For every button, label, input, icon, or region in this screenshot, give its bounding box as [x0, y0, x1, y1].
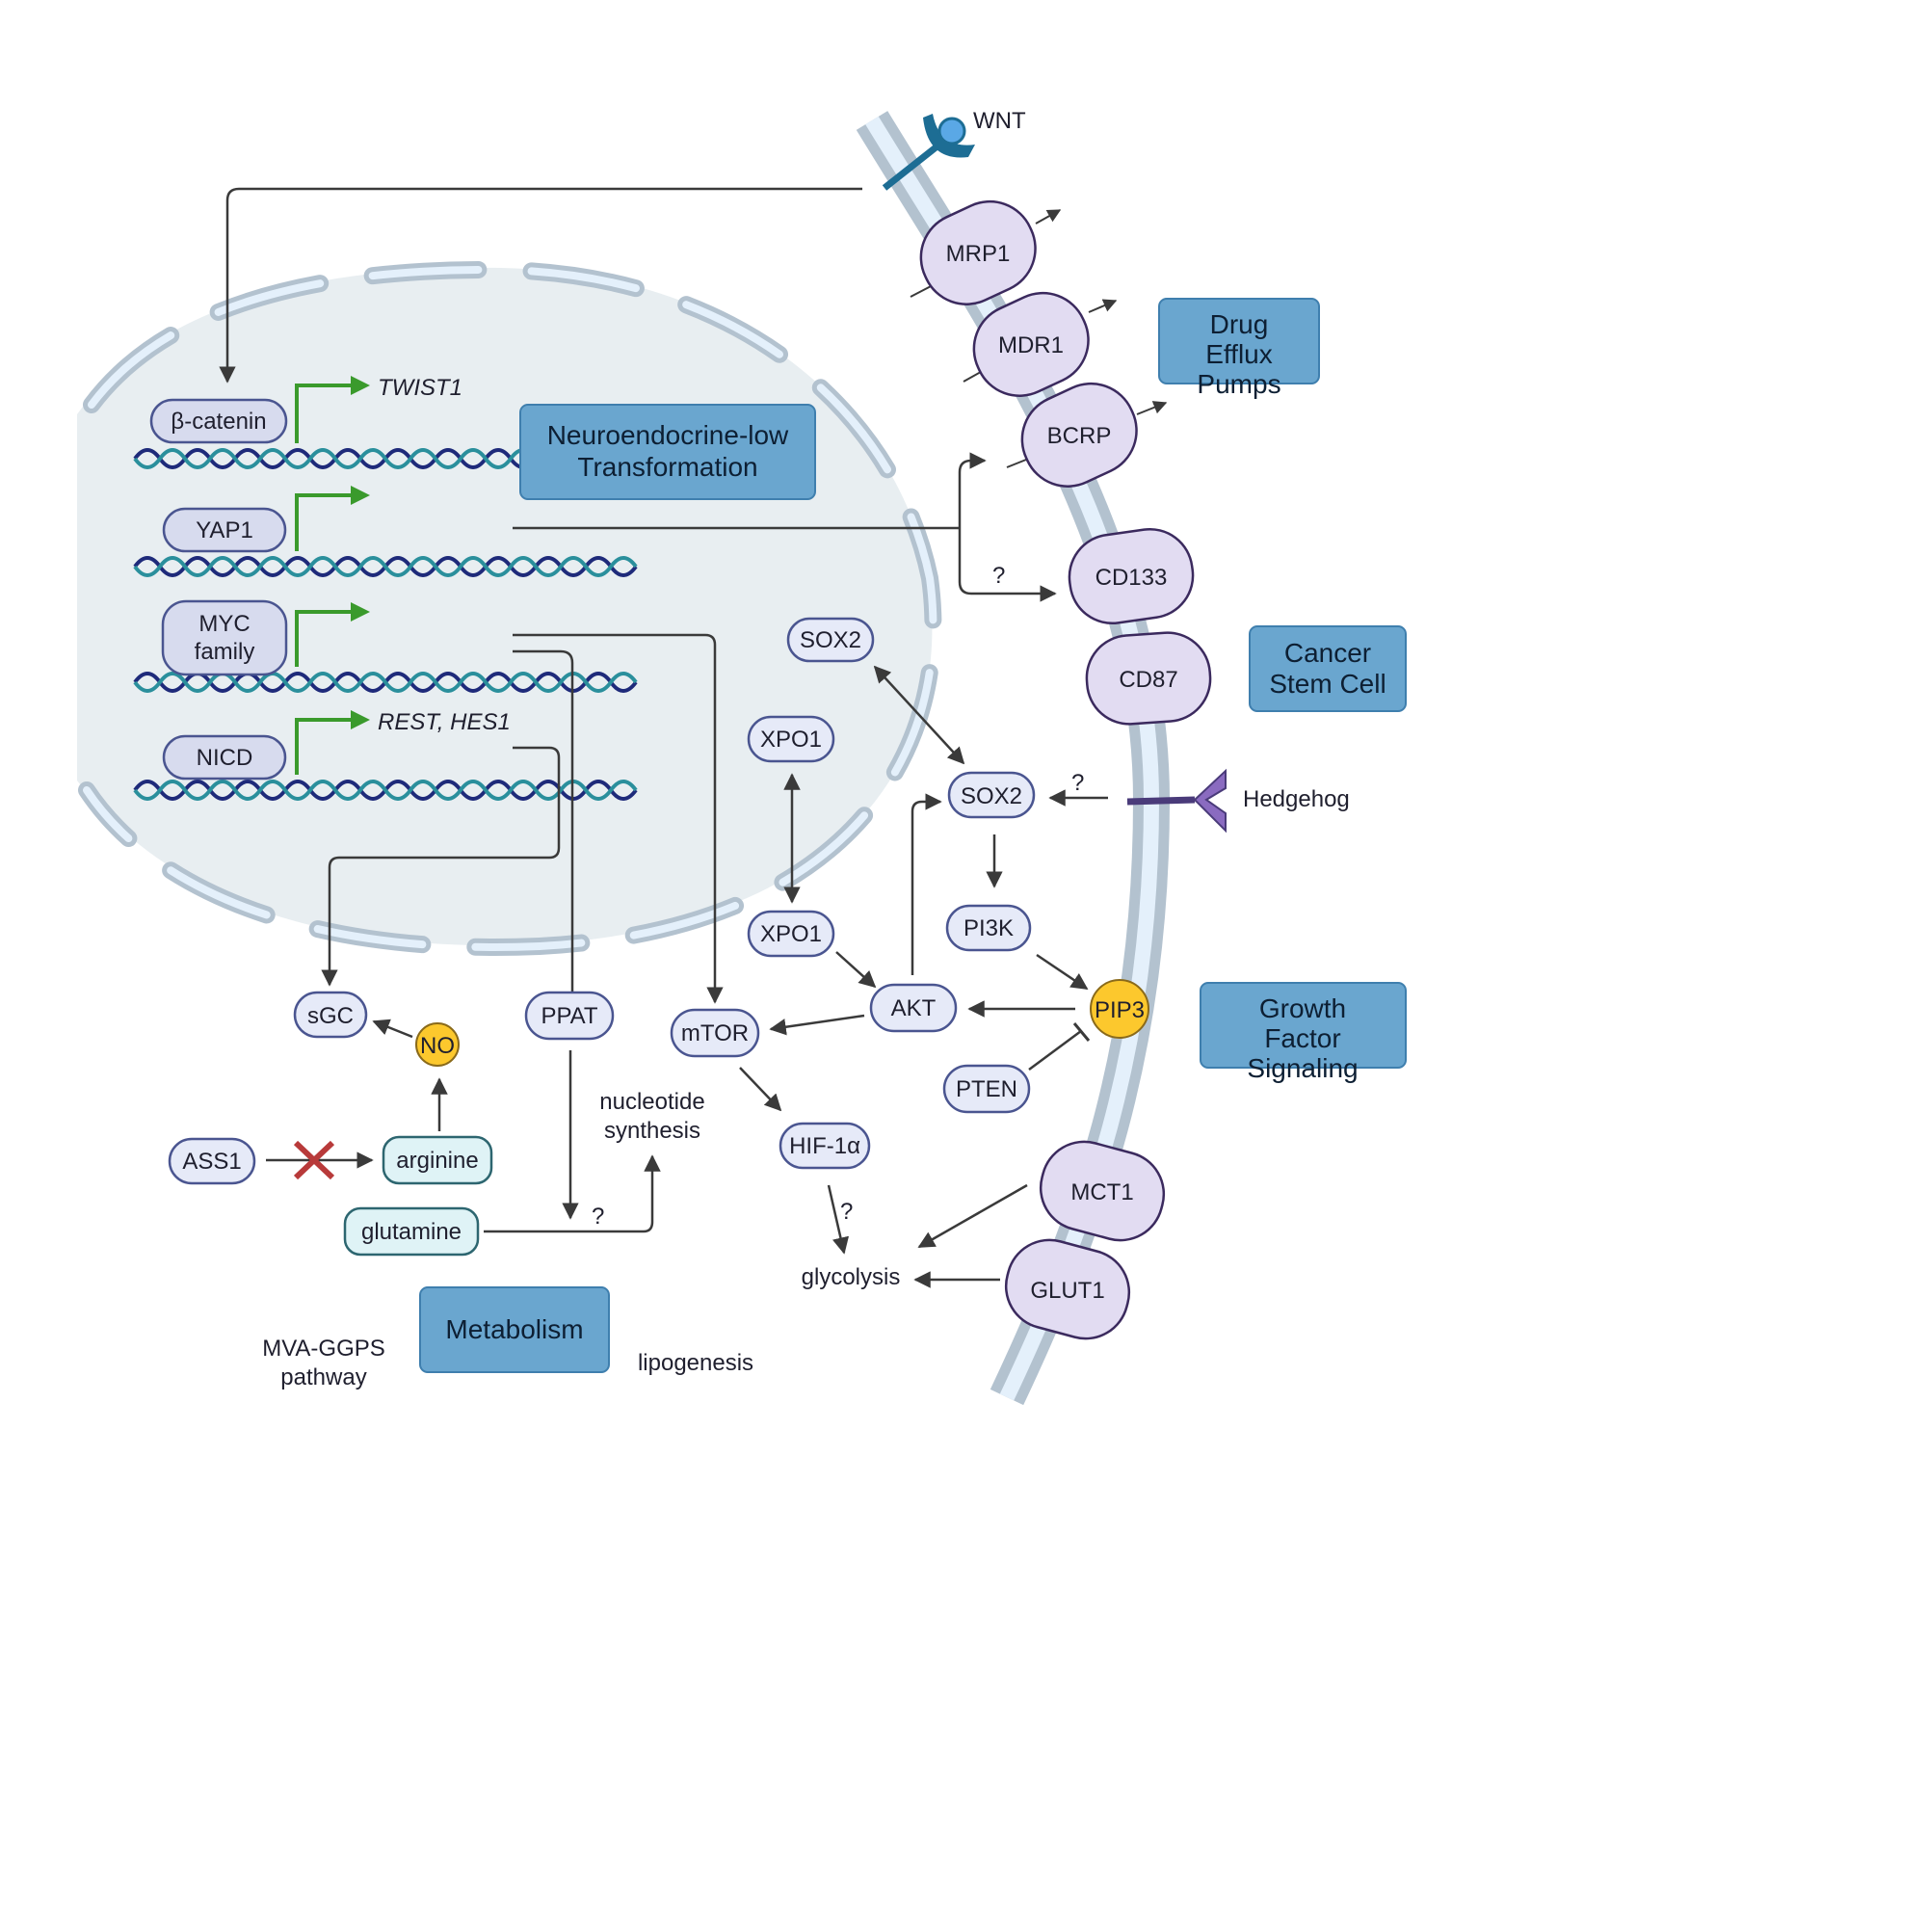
- node-pip3: PIP3: [1090, 979, 1149, 1039]
- drug-line3: Pumps: [1197, 369, 1280, 399]
- transporter-glut1: GLUT1: [1004, 1238, 1131, 1340]
- tf-myc-family: MYC family: [161, 599, 288, 676]
- transporter-mct1: MCT1: [1039, 1140, 1166, 1242]
- sgc-label: sGC: [307, 1003, 354, 1029]
- gfs-line2: Factor: [1264, 1023, 1340, 1053]
- arginine-label: arginine: [396, 1148, 478, 1174]
- tf-nicd: NICD: [162, 734, 287, 781]
- transporter-bcrp: BCRP: [1020, 382, 1138, 488]
- wnt-receptor-icon: [882, 114, 975, 191]
- node-hif1a: HIF-1α: [779, 1122, 871, 1170]
- transporter-mrp1: MRP1: [919, 199, 1037, 305]
- cd133-label: CD133: [1095, 565, 1168, 591]
- transporter-mdr1: MDR1: [972, 291, 1090, 397]
- question-mark-cd133: ?: [992, 563, 1005, 589]
- transporter-cd87: CD87: [1085, 631, 1212, 726]
- node-xpo1-upper: XPO1: [747, 715, 835, 763]
- tf-beta-catenin: β-catenin: [149, 398, 288, 444]
- question-mark-hedgehog: ?: [1071, 770, 1084, 796]
- myc-label-line2: family: [195, 639, 255, 665]
- pip3-label: PIP3: [1095, 997, 1145, 1023]
- node-glutamine: glutamine: [343, 1206, 480, 1257]
- category-drug-efflux: Drug Efflux Pumps: [1158, 298, 1320, 399]
- node-akt: AKT: [869, 983, 958, 1033]
- category-neuroendocrine: Neuroendocrine-low Transformation: [519, 404, 816, 500]
- node-sgc: sGC: [293, 991, 368, 1039]
- xpo1-lower-label: XPO1: [760, 921, 822, 947]
- pten-label: PTEN: [956, 1076, 1017, 1102]
- node-mtor: mTOR: [670, 1008, 760, 1058]
- yap1-label: YAP1: [196, 517, 253, 543]
- node-no: NO: [415, 1022, 460, 1067]
- no-label: NO: [420, 1033, 455, 1059]
- node-arginine: arginine: [382, 1135, 493, 1185]
- tf-yap1: YAP1: [162, 507, 287, 553]
- category-metabolism: Metabolism: [419, 1286, 610, 1373]
- gfs-line3: Signaling: [1247, 1053, 1358, 1083]
- glutamine-label: glutamine: [361, 1219, 462, 1245]
- nucleotide-synthesis-line1: nucleotide: [599, 1089, 704, 1115]
- pi3k-label: PI3K: [964, 915, 1014, 941]
- hedgehog-label: Hedgehog: [1243, 786, 1350, 812]
- xpo1-upper-label: XPO1: [760, 727, 822, 753]
- mdr1-label: MDR1: [998, 332, 1064, 358]
- mva-ggps-line1: MVA-GGPS: [262, 1336, 385, 1362]
- node-pi3k: PI3K: [945, 904, 1032, 952]
- promoter-arrows: [295, 376, 370, 775]
- dna-strand-4: [133, 780, 638, 801]
- category-cancer-stem-cell: Cancer Stem Cell: [1249, 625, 1407, 712]
- drug-line1: Drug: [1210, 309, 1269, 339]
- nicd-label: NICD: [197, 745, 253, 771]
- mct1-label: MCT1: [1070, 1179, 1133, 1205]
- sox2-lower-label: SOX2: [961, 783, 1022, 809]
- glut1-label: GLUT1: [1030, 1278, 1104, 1304]
- gfs-line1: Growth: [1259, 993, 1346, 1023]
- rest-hes1-target: REST, HES1: [378, 709, 511, 735]
- question-mark-hif: ?: [840, 1199, 853, 1225]
- hif1a-label: HIF-1α: [789, 1133, 860, 1159]
- connector-arrows: [219, 187, 1108, 1288]
- inhibition-x-icon: [293, 1140, 335, 1180]
- node-xpo1-lower: XPO1: [747, 910, 835, 958]
- question-mark-glutamine: ?: [592, 1204, 604, 1230]
- drug-line2: Efflux: [1205, 339, 1273, 369]
- mtor-label: mTOR: [681, 1020, 749, 1046]
- neuro-line2: Transformation: [577, 452, 757, 482]
- nucleotide-synthesis-line2: synthesis: [604, 1118, 700, 1144]
- node-sox2-upper: SOX2: [786, 617, 875, 663]
- hedgehog-receptor-icon: [1126, 768, 1227, 834]
- sox2-upper-label: SOX2: [800, 627, 861, 653]
- akt-label: AKT: [891, 995, 937, 1021]
- transporter-cd133: CD133: [1068, 527, 1195, 625]
- ppat-label: PPAT: [541, 1003, 597, 1029]
- neuro-line1: Neuroendocrine-low: [547, 420, 789, 450]
- wnt-label: WNT: [973, 108, 1026, 134]
- metabolism-label: Metabolism: [445, 1314, 583, 1344]
- dna-strand-2: [133, 556, 638, 577]
- mva-ggps-line2: pathway: [280, 1364, 366, 1390]
- bcrp-label: BCRP: [1047, 423, 1112, 449]
- node-sox2-lower: SOX2: [947, 771, 1036, 819]
- glycolysis-label: glycolysis: [802, 1264, 901, 1290]
- node-ass1: ASS1: [168, 1137, 256, 1185]
- node-pten: PTEN: [942, 1064, 1031, 1114]
- ass1-label: ASS1: [182, 1149, 241, 1175]
- mrp1-label: MRP1: [946, 241, 1011, 267]
- twist1-target: TWIST1: [378, 375, 462, 401]
- cd87-label: CD87: [1119, 667, 1177, 693]
- beta-catenin-label: β-catenin: [171, 409, 266, 435]
- node-ppat: PPAT: [524, 991, 615, 1041]
- csc-line1: Cancer: [1284, 638, 1371, 668]
- lipogenesis-label: lipogenesis: [638, 1350, 753, 1376]
- csc-line2: Stem Cell: [1269, 669, 1386, 699]
- myc-label-line1: MYC: [198, 611, 250, 637]
- category-growth-factor: Growth Factor Signaling: [1200, 982, 1407, 1083]
